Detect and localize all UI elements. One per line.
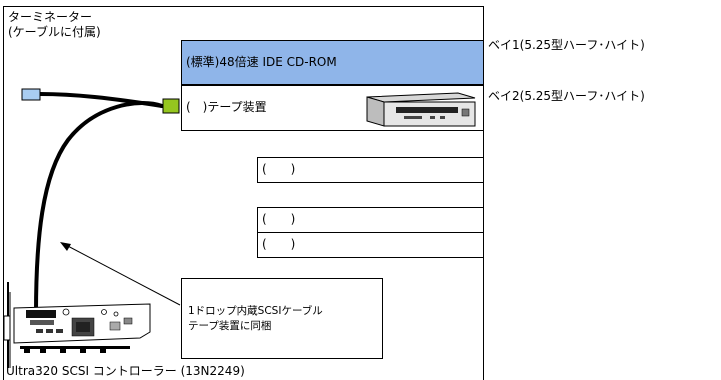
drive-slot-3: ( ) [257, 232, 484, 258]
bay-2-label: ( )テープ装置 [186, 100, 267, 114]
bay-2-side-label: ベイ2(5.25型ハーフ･ハイト) [488, 89, 645, 103]
tape-connector [162, 98, 180, 114]
scsi-cable [34, 101, 164, 315]
bay-1-cd-rom: (標準)48倍速 IDE CD-ROM [181, 40, 484, 85]
system-chassis [3, 6, 484, 380]
scsi-cable-terminator-branch [38, 92, 164, 108]
bay-1-label: (標準)48倍速 IDE CD-ROM [186, 55, 337, 69]
tape-drive-icon [366, 92, 476, 127]
controller-label: Ultra320 SCSI コントローラー (13N2249) [6, 364, 245, 378]
scsi-controller-card [3, 282, 151, 368]
terminator-note: (ケーブルに付属) [8, 25, 101, 39]
callout-arrowhead [60, 242, 71, 251]
drive-slot-2: ( ) [257, 207, 484, 233]
bay-1-side-label: ベイ1(5.25型ハーフ･ハイト) [488, 38, 645, 52]
callout-line-2: テープ装置に同梱 [188, 320, 272, 332]
cable-callout: 1ドロップ内蔵SCSIケーブル テープ装置に同梱 [181, 278, 383, 359]
terminator-label: ターミネーター [8, 10, 93, 24]
drive-slot-3-label: ( ) [262, 237, 296, 251]
callout-arrow [63, 243, 181, 306]
drive-slot-1: ( ) [257, 157, 484, 183]
drive-slot-1-label: ( ) [262, 162, 296, 176]
callout-line-1: 1ドロップ内蔵SCSIケーブル [188, 305, 323, 317]
terminator-connector [21, 88, 41, 101]
drive-slot-2-label: ( ) [262, 212, 296, 226]
